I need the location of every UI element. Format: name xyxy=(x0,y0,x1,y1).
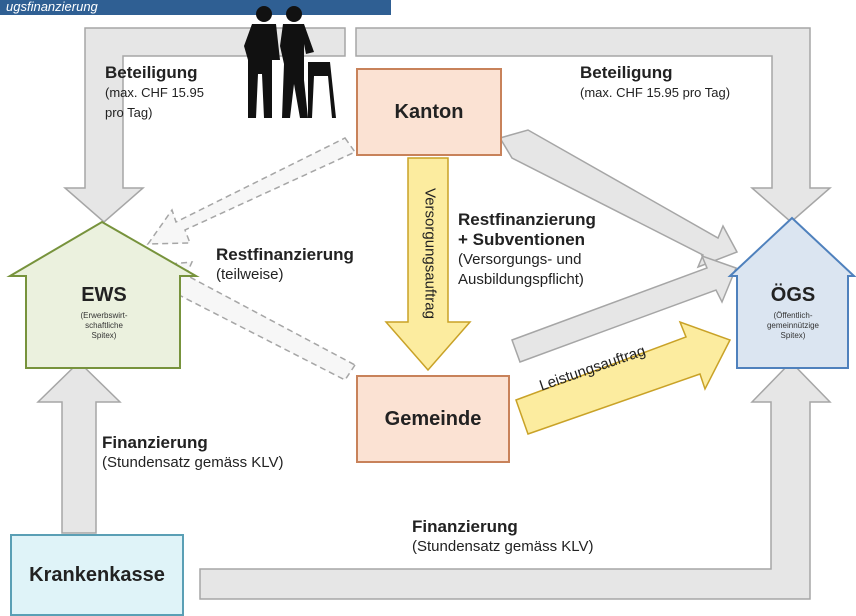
ews-subtitle-2: schaftliche xyxy=(85,321,123,330)
arrow-finanzierung-kk-oegs xyxy=(199,360,832,600)
arrow-restfinanzierung-kanton-oegs xyxy=(498,129,739,269)
restfinanzierung-right-title-1: Restfinanzierung xyxy=(458,210,596,229)
finanzierung-left-title: Finanzierung xyxy=(102,433,208,452)
restfinanzierung-right-label: Restfinanzierung + Subventionen (Versorg… xyxy=(458,210,638,290)
restfinanzierung-left-label: Restfinanzierung (teilweise) xyxy=(216,245,386,285)
versorgungsauftrag-label: Versorgungsauftrag xyxy=(421,188,439,319)
ews-house xyxy=(6,220,200,369)
oegs-label: ÖGS (Öffentlich- gemeinnützige Spitex) xyxy=(740,284,846,341)
restfinanzierung-left-detail: (teilweise) xyxy=(216,266,284,283)
kanton-box: Kanton xyxy=(356,68,502,156)
oegs-subtitle-3: Spitex) xyxy=(780,331,806,340)
finanzierung-bottom-label: Finanzierung (Stundensatz gemäss KLV) xyxy=(412,517,652,557)
beteiligung-left-detail-1: (max. CHF 15.95 xyxy=(105,85,204,100)
beteiligung-right-title: Beteiligung xyxy=(580,63,673,82)
elderly-people-walker-icon xyxy=(244,6,336,118)
arrow-versorgungsauftrag xyxy=(384,157,472,372)
finanzierung-left-label: Finanzierung (Stundensatz gemäss KLV) xyxy=(102,433,322,473)
beteiligung-right-detail: (max. CHF 15.95 pro Tag) xyxy=(580,85,731,100)
restfinanzierung-right-title-2: + Subventionen xyxy=(458,230,586,249)
oegs-subtitle-2: gemeinnützige xyxy=(766,321,820,330)
ews-subtitle-1: (Erwerbswirt- xyxy=(80,311,128,320)
ews-label: EWS (Erwerbswirt- schaftliche Spitex) xyxy=(40,284,168,341)
krankenkasse-box: Krankenkasse xyxy=(10,534,184,616)
arrow-restfinanzierung-gemeinde-oegs xyxy=(511,254,737,363)
arrow-leistungsauftrag xyxy=(515,320,732,435)
arrow-beteiligung-right xyxy=(355,27,833,223)
oegs-title: ÖGS xyxy=(770,284,816,306)
oegs-subtitle-1: (Öffentlich- xyxy=(773,311,813,320)
beteiligung-right-label: Beteiligung (max. CHF 15.95 pro Tag) xyxy=(580,63,800,103)
gemeinde-box: Gemeinde xyxy=(356,375,510,463)
ews-title: EWS xyxy=(81,284,127,306)
beteiligung-left-title: Beteiligung xyxy=(105,63,198,82)
finanzierung-bottom-title: Finanzierung xyxy=(412,517,518,536)
arrow-finanzierung-kk-ews xyxy=(36,360,122,534)
restfinanzierung-right-detail-1: (Versorgungs- und xyxy=(458,251,582,268)
restfinanzierung-left-title: Restfinanzierung xyxy=(216,245,354,264)
finanzierung-left-detail: (Stundensatz gemäss KLV) xyxy=(102,454,284,471)
finanzierung-bottom-detail: (Stundensatz gemäss KLV) xyxy=(412,538,594,555)
oegs-house xyxy=(727,216,856,369)
ews-subtitle-3: Spitex) xyxy=(91,331,117,340)
arrow-restfinanzierung-kanton-ews xyxy=(146,137,357,245)
beteiligung-left-detail-2: pro Tag) xyxy=(105,105,153,120)
beteiligung-left-label: Beteiligung (max. CHF 15.95 pro Tag) xyxy=(105,63,245,123)
restfinanzierung-right-detail-2: Ausbildungspflicht) xyxy=(458,271,584,288)
arrow-beteiligung-left xyxy=(62,27,346,223)
